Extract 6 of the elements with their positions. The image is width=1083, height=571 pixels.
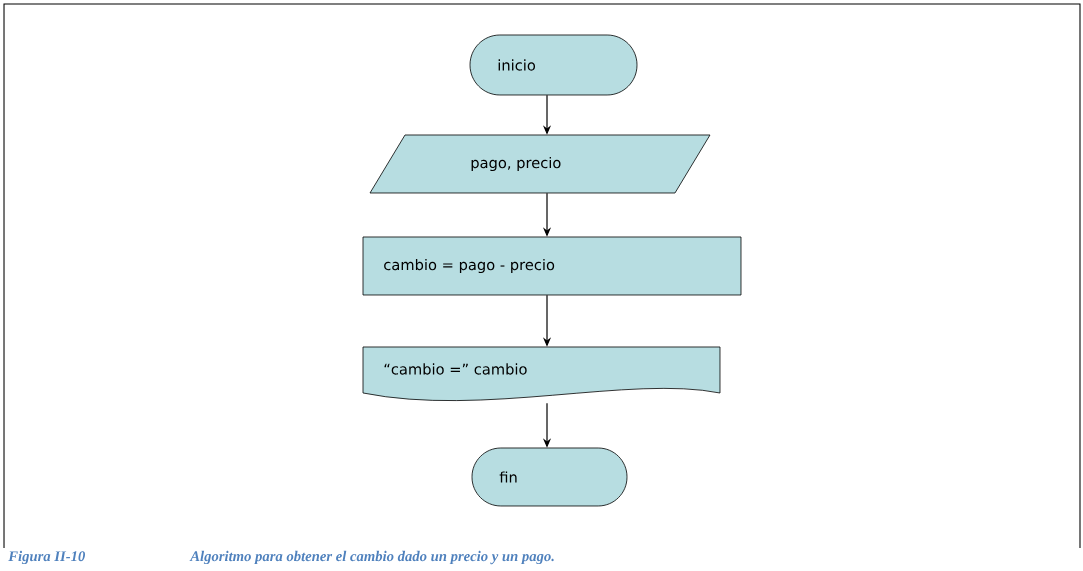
input-parallelogram: pago, precio xyxy=(369,134,711,194)
process-box: cambio = pago - precio xyxy=(362,236,742,296)
terminal-box: fin xyxy=(471,447,628,507)
figure-number: Figura II-10 xyxy=(8,550,86,565)
caption-text: Algoritmo para obtener el cambio dado un precio y un pago. xyxy=(189,550,554,565)
terminal-box: inicio xyxy=(469,34,638,96)
